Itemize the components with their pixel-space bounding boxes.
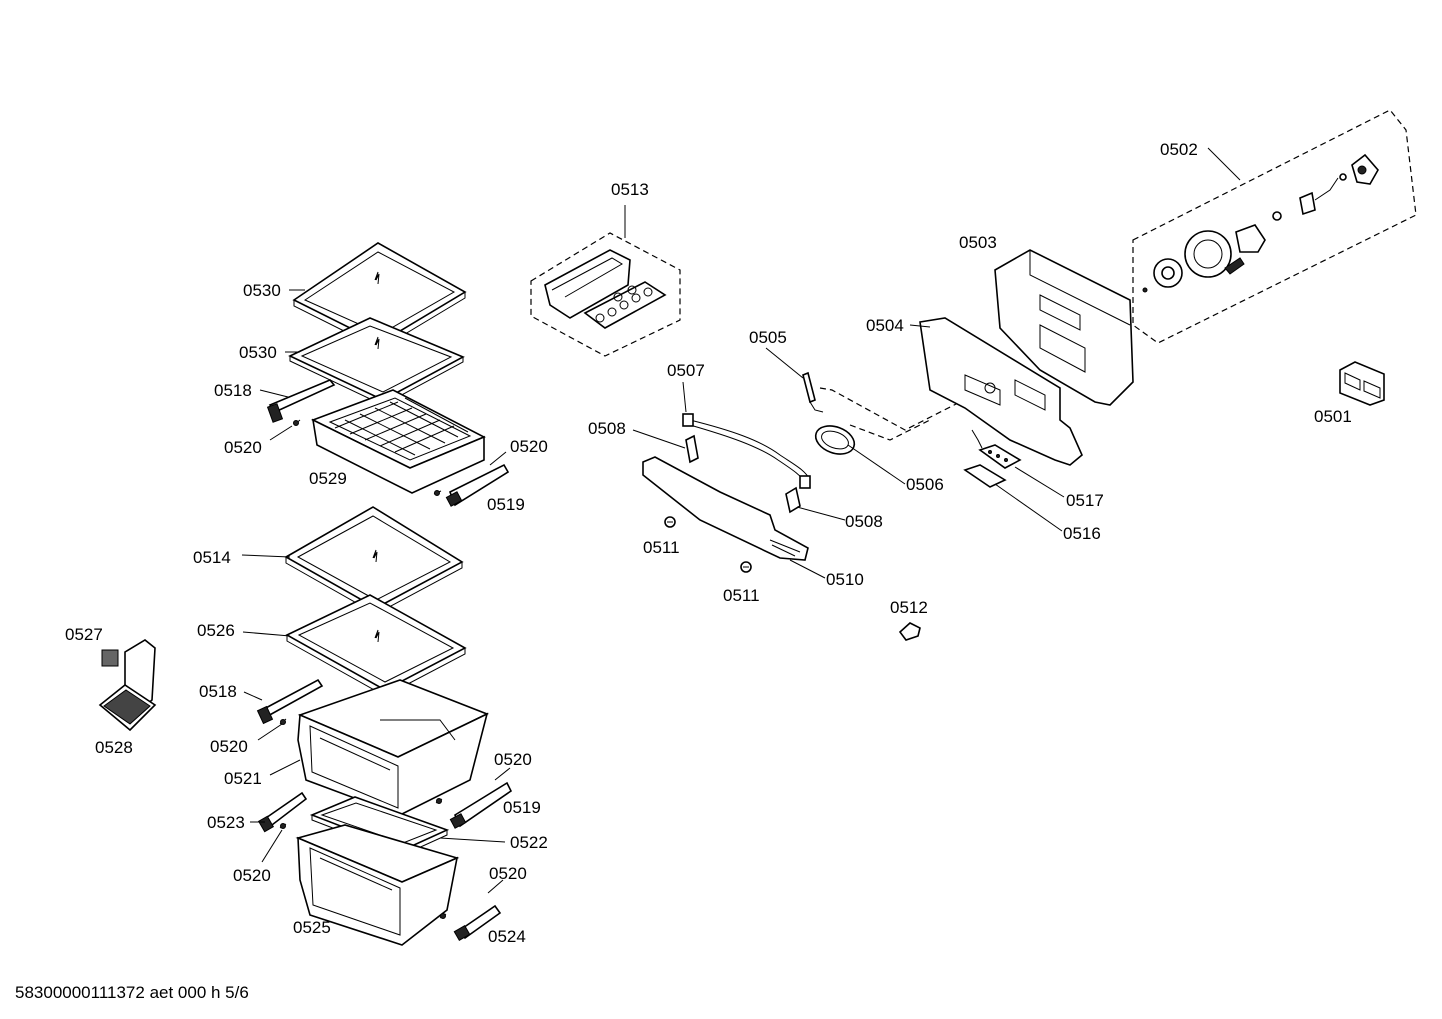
label-0518-lower: 0518 — [199, 682, 237, 701]
label-0508-b: 0508 — [845, 512, 883, 531]
assembly-leaders — [819, 387, 961, 441]
control-board-0517 — [971, 429, 1022, 469]
label-0508-a: 0508 — [588, 419, 626, 438]
rail-0519-lower — [449, 781, 513, 829]
rail-0518-lower — [256, 678, 324, 725]
label-0527: 0527 — [65, 625, 103, 644]
label-0525: 0525 — [293, 918, 331, 937]
label-0519-upper: 0519 — [487, 495, 525, 514]
label-0523: 0523 — [207, 813, 245, 832]
label-0511-b: 0511 — [723, 586, 760, 605]
label-0520-e: 0520 — [233, 866, 271, 885]
label-0528: 0528 — [95, 738, 133, 757]
label-0520-a: 0520 — [224, 438, 262, 457]
back-plate-0504 — [919, 317, 1083, 466]
rail-0524 — [453, 904, 502, 942]
rail-0523 — [257, 791, 308, 833]
label-0507: 0507 — [667, 361, 705, 380]
wire-harness-0507 — [682, 413, 811, 489]
cover-panel-0510 — [642, 456, 809, 561]
label-0506: 0506 — [906, 475, 944, 494]
rail-0519-upper — [445, 463, 510, 507]
label-0510: 0510 — [826, 570, 864, 589]
label-0518-upper: 0518 — [214, 381, 252, 400]
clip-0512 — [898, 622, 921, 641]
label-0504: 0504 — [866, 316, 904, 335]
label-0529: 0529 — [309, 469, 347, 488]
label-0514: 0514 — [193, 548, 231, 567]
label-0512: 0512 — [890, 598, 928, 617]
rail-0518-upper — [266, 379, 336, 423]
part-labels: 0530 0530 0518 0520 0529 0520 0519 0514 … — [65, 140, 1352, 946]
screw-0520-d — [435, 798, 443, 804]
egg-tray-0513 — [530, 232, 681, 357]
filter-0527 — [101, 649, 119, 667]
label-0519-lower: 0519 — [503, 798, 541, 817]
holder-0528 — [98, 639, 157, 732]
label-0513: 0513 — [611, 180, 649, 199]
label-0526: 0526 — [197, 621, 235, 640]
drawing-reference-code: 58300000111372 aet 000 h 5/6 — [15, 983, 249, 1002]
label-0502: 0502 — [1160, 140, 1198, 159]
screw-0520-f — [439, 913, 447, 919]
glass-shelf-0526 — [285, 594, 467, 697]
fan-assembly-0502 — [1132, 109, 1417, 344]
screw-0511-a — [664, 516, 676, 528]
screw-0511-b — [740, 561, 752, 573]
label-0520-b: 0520 — [510, 437, 548, 456]
label-0530-lower: 0530 — [239, 343, 277, 362]
screw-0520-e — [279, 823, 287, 829]
label-0520-c: 0520 — [210, 737, 248, 756]
leader-lines — [241, 147, 1241, 894]
label-0516: 0516 — [1063, 524, 1101, 543]
label-0521: 0521 — [224, 769, 262, 788]
label-0511-a: 0511 — [643, 538, 680, 557]
duct-housing-0503 — [994, 249, 1134, 406]
label-0530-top: 0530 — [243, 281, 281, 300]
label-0517: 0517 — [1066, 491, 1104, 510]
board-cover-0516 — [963, 464, 1007, 488]
label-0501: 0501 — [1314, 407, 1352, 426]
sensor-0505 — [802, 371, 824, 413]
label-0520-d: 0520 — [494, 750, 532, 769]
drawer-0521 — [297, 679, 489, 816]
lamp-socket-0508-a — [685, 434, 699, 464]
lamp-cover-0506 — [814, 425, 856, 455]
screw-0520-b — [433, 490, 442, 496]
lamp-socket-0508-b — [785, 486, 801, 514]
drawer-0525 — [295, 824, 460, 946]
label-0505: 0505 — [749, 328, 787, 347]
screw-0520-a — [293, 419, 301, 426]
screw-0520-c — [279, 718, 287, 725]
label-0503: 0503 — [959, 233, 997, 252]
label-0520-f: 0520 — [489, 864, 527, 883]
label-0522: 0522 — [510, 833, 548, 852]
crisper-tray-0529 — [310, 389, 486, 494]
switch-0501 — [1339, 361, 1385, 406]
label-0524: 0524 — [488, 927, 526, 946]
